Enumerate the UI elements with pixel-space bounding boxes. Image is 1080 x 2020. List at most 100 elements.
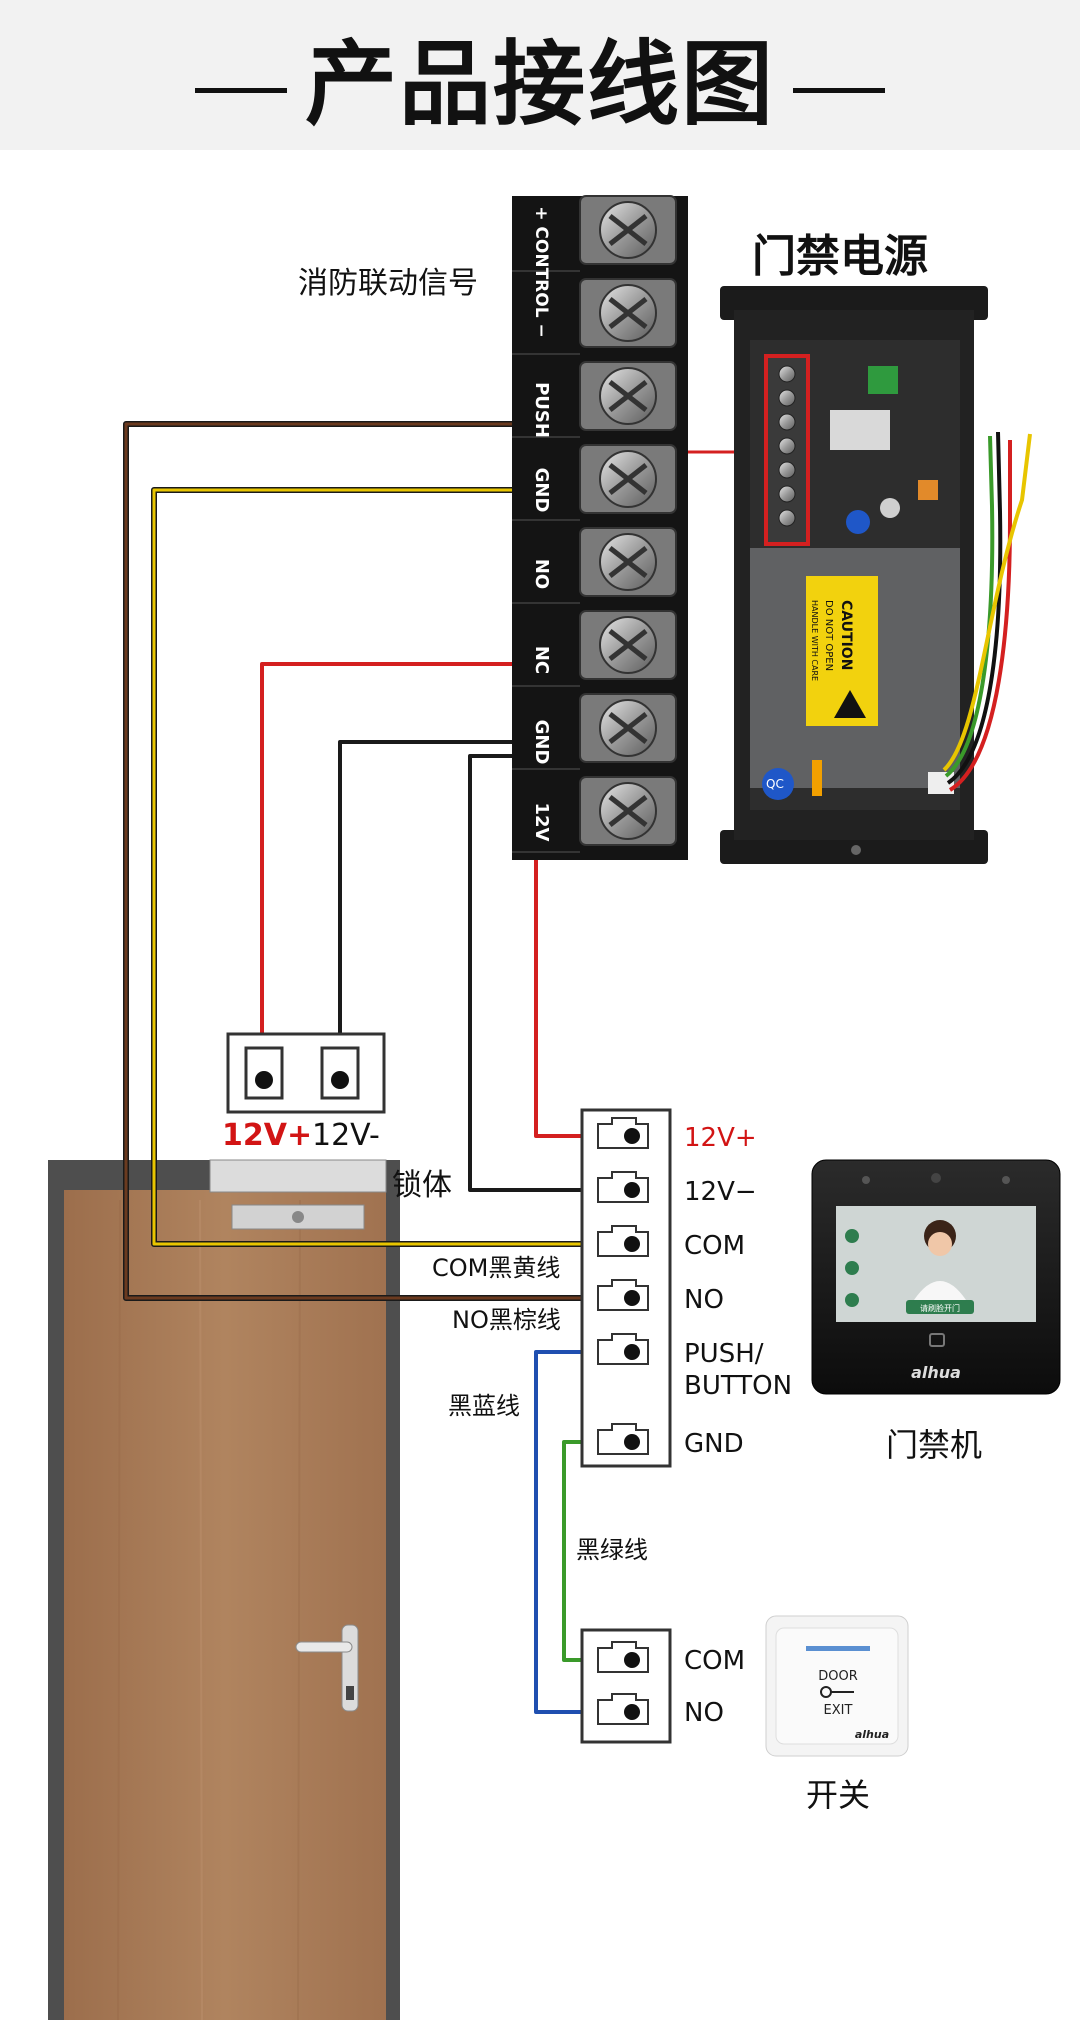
controller-terminal-block xyxy=(580,1108,672,1468)
qc-capacitor xyxy=(762,768,794,800)
controller-terminal-hole xyxy=(624,1236,640,1252)
power-supply-capacitor-2 xyxy=(880,498,900,518)
controller-terminal-label: PUSH/ BUTTON xyxy=(684,1339,793,1401)
title-dash-right xyxy=(793,88,885,94)
12v-red-wire xyxy=(534,860,632,1138)
power-supply-wire-connector xyxy=(928,772,954,794)
power-supply-mount-hole xyxy=(851,845,861,855)
screw-slot xyxy=(608,214,648,246)
warning-triangle-icon xyxy=(834,690,866,718)
controller-terminal-label: NO xyxy=(684,1285,724,1315)
terminal-strip-label: NC xyxy=(531,646,552,674)
psu-terminal-screw xyxy=(778,461,796,479)
door-keyhole xyxy=(346,1686,354,1700)
door-text: DOOR xyxy=(818,1669,858,1684)
door-grain xyxy=(297,1199,301,2020)
switch-terminal-hole xyxy=(624,1652,640,1668)
brown-wire xyxy=(124,422,632,1300)
caution-text: CAUTION xyxy=(838,600,854,670)
terminal-strip-label: + CONTROL − xyxy=(531,206,551,337)
com-wire-label: COM黑黄线 xyxy=(432,1254,561,1282)
power-supply-terminal-highlight xyxy=(764,354,810,546)
screen-open-text: 请刷脸开门 xyxy=(920,1303,960,1313)
switch-brand: alhua xyxy=(855,1728,889,1741)
controller-camera-1 xyxy=(862,1176,870,1184)
screen-button-icon xyxy=(845,1261,859,1275)
page-title: 产品接线图 xyxy=(0,10,1080,143)
controller-camera-2 xyxy=(931,1173,941,1183)
gnd-controller-wire xyxy=(468,754,632,1192)
controller-terminal-label: 12V+ xyxy=(684,1123,757,1153)
controller-label: 门禁机 xyxy=(886,1426,983,1464)
controller-terminal-label: GND xyxy=(684,1429,744,1459)
controller-terminal-label: 12V− xyxy=(684,1177,757,1207)
terminal-strip-label: 12V xyxy=(531,803,552,842)
lock-terminal-box xyxy=(226,1032,386,1114)
lock-minus-label: 12V- xyxy=(312,1118,380,1153)
switch-terminal-label: NO xyxy=(684,1698,724,1728)
yellow-wire xyxy=(152,488,632,1246)
power-supply-unit: CAUTION DO NOT OPEN HANDLE WITH CARE QC xyxy=(720,286,1032,864)
exit-text: EXIT xyxy=(824,1703,853,1718)
fire-signal-label: 消防联动信号 xyxy=(298,266,478,301)
psu-terminal-screw xyxy=(778,509,796,527)
exit-switch-button xyxy=(775,1627,899,1745)
header-band xyxy=(0,0,1080,150)
lock-terminal-minus-hole xyxy=(331,1071,349,1089)
screen-button-icon xyxy=(845,1293,859,1307)
screw-slot xyxy=(608,297,648,329)
screw-slot xyxy=(608,795,648,827)
screw-slot xyxy=(608,546,648,578)
psu-terminal-screw xyxy=(778,389,796,407)
title-dash-left xyxy=(194,88,287,94)
screen-person-face xyxy=(928,1232,952,1256)
power-supply-relay xyxy=(830,410,890,450)
magnetic-lock-body xyxy=(209,1159,387,1193)
access-controller: 请刷脸开门 alhua xyxy=(811,1159,1061,1395)
screen-person-body xyxy=(914,1281,966,1300)
terminal-strip-label: GND xyxy=(531,468,552,513)
controller-terminal-label: COM xyxy=(684,1231,746,1261)
gnd-black-wire xyxy=(338,740,512,1080)
switch-terminal-label: COM xyxy=(684,1646,746,1676)
caution-label xyxy=(806,576,878,726)
psu-terminal-screw xyxy=(778,437,796,455)
no-wire-label: NO黑棕线 xyxy=(452,1306,561,1334)
power-supply-green-connector xyxy=(868,366,898,394)
controller-camera-3 xyxy=(1002,1176,1010,1184)
controller-terminal-screws xyxy=(597,1117,649,1455)
switch-terminal-screws xyxy=(597,1641,649,1725)
door xyxy=(48,1159,400,2020)
green-wire-label: 黑绿线 xyxy=(576,1536,648,1564)
handle-text: HANDLE WITH CARE xyxy=(810,600,819,681)
lock-terminal-plus-hole xyxy=(255,1071,273,1089)
screen-button-icon xyxy=(845,1229,859,1243)
power-supply-label: 门禁电源 xyxy=(752,231,928,282)
controller-terminal-hole xyxy=(624,1182,640,1198)
screw-slot xyxy=(608,380,648,412)
screen-open-button xyxy=(906,1300,974,1314)
power-supply-fuse xyxy=(812,760,822,796)
blue-wire-label: 黑蓝线 xyxy=(448,1392,520,1420)
screw-slot xyxy=(608,629,648,661)
switch-terminal-hole xyxy=(624,1704,640,1720)
controller-terminal-hole xyxy=(624,1344,640,1360)
screw-slot xyxy=(608,712,648,744)
power-supply-capacitor xyxy=(846,510,870,534)
switch-label: 开关 xyxy=(806,1776,871,1814)
magnetic-lock-screw xyxy=(292,1211,304,1223)
controller-card-icon xyxy=(929,1333,945,1347)
qc-text: QC xyxy=(766,777,784,791)
psu-terminal-screw xyxy=(778,413,796,431)
terminal-strip-label: NO xyxy=(531,559,552,589)
controller-terminal-hole xyxy=(624,1434,640,1450)
title-text: 产品接线图 xyxy=(304,31,775,138)
lock-body-label: 锁体 xyxy=(392,1168,452,1203)
psu-terminal-screw xyxy=(778,485,796,503)
psu-yellow-lead xyxy=(942,433,1032,772)
exit-switch: DOOR EXIT alhua xyxy=(765,1615,909,1757)
controller-terminal-hole xyxy=(624,1128,640,1144)
